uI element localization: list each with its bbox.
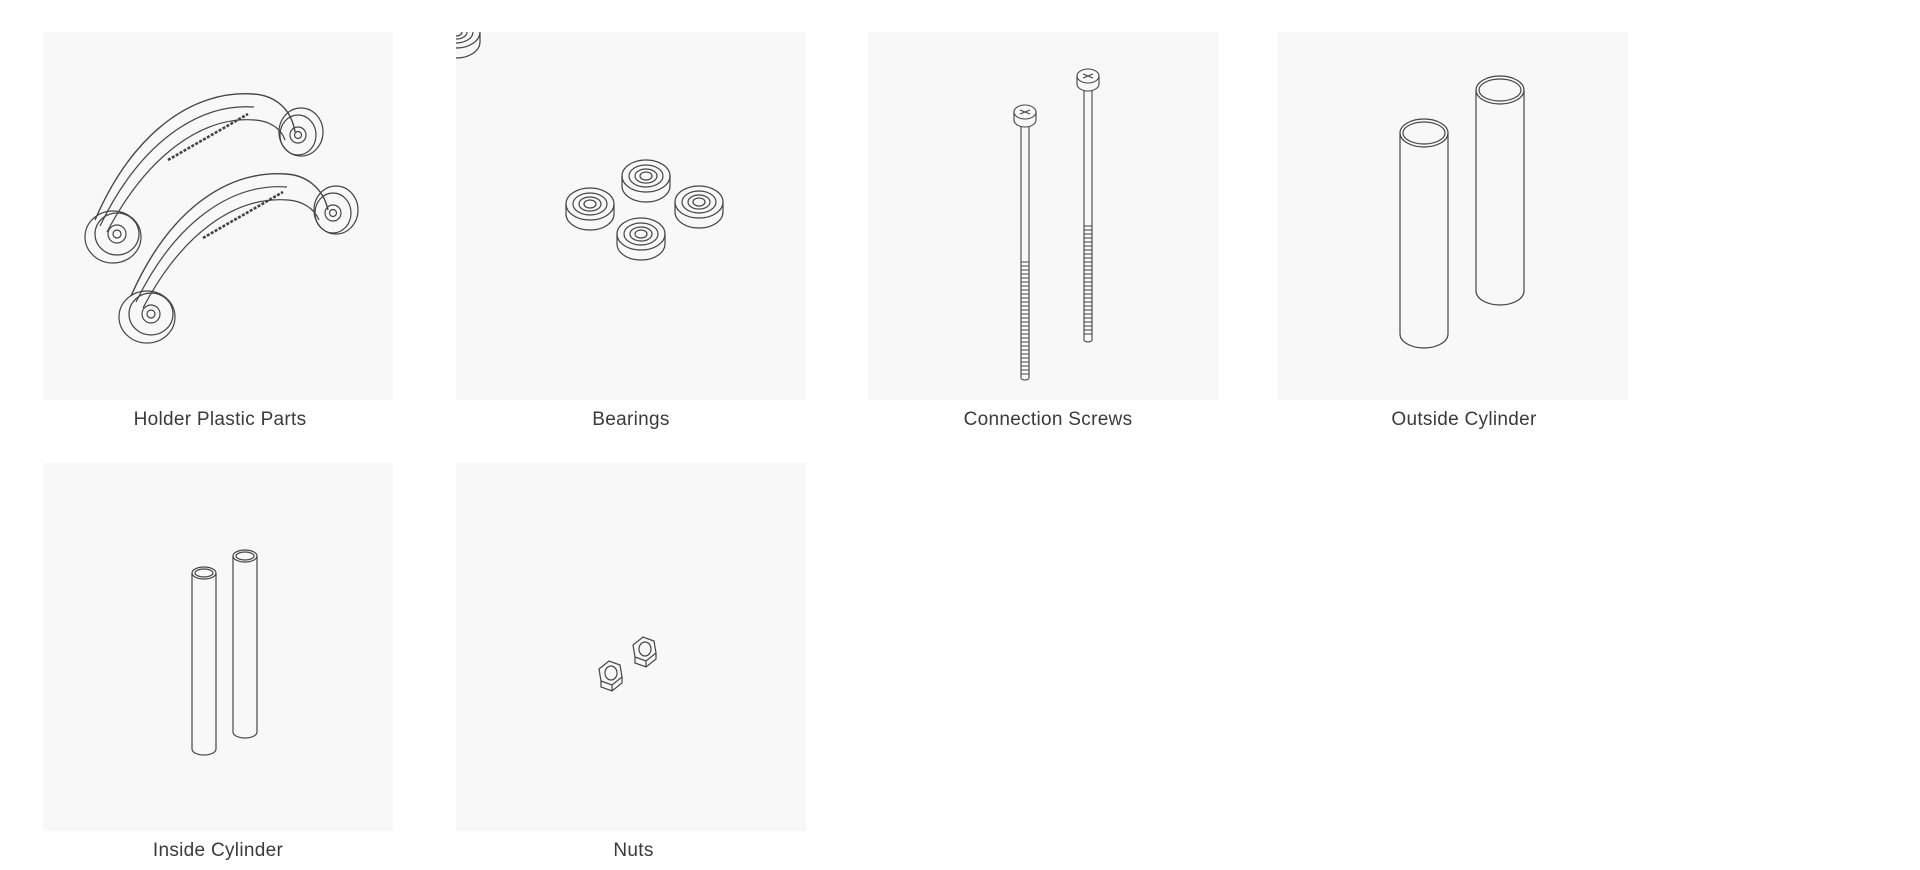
caption: Inside Cylinder [152,840,284,861]
nuts-image[interactable] [456,463,806,831]
bearings-image[interactable] [456,32,806,400]
outside-cylinder-image[interactable] [1278,32,1628,400]
holder-plastic-parts-image[interactable] [43,32,393,400]
gallery-item-inside-cylinder[interactable]: Inside Cylinder [43,463,393,862]
gallery-item-outside-cylinder[interactable]: Outside Cylinder [1278,32,1628,431]
holder-plastic-parts-icon [43,32,393,400]
caption: Connection Screws [963,409,1133,430]
bearings-icon [456,32,724,261]
connection-screws-icon [868,32,1218,400]
gallery-item-connection-screws[interactable]: Connection Screws [868,32,1218,431]
caption: Holder Plastic Parts [133,409,307,430]
outside-cylinder-icon [1278,32,1628,400]
inside-cylinder-icon [43,463,393,831]
nuts-icon [456,463,806,831]
gallery-item-bearings[interactable]: Bearings [456,32,806,431]
connection-screws-image[interactable] [868,32,1218,400]
caption: Nuts [613,840,654,861]
caption: Outside Cylinder [1391,409,1537,430]
caption: Bearings [592,409,670,430]
gallery-item-nuts[interactable]: Nuts [456,463,806,862]
inside-cylinder-image[interactable] [43,463,393,831]
gallery-item-holder-plastic-parts[interactable]: Holder Plastic Parts [43,32,393,431]
